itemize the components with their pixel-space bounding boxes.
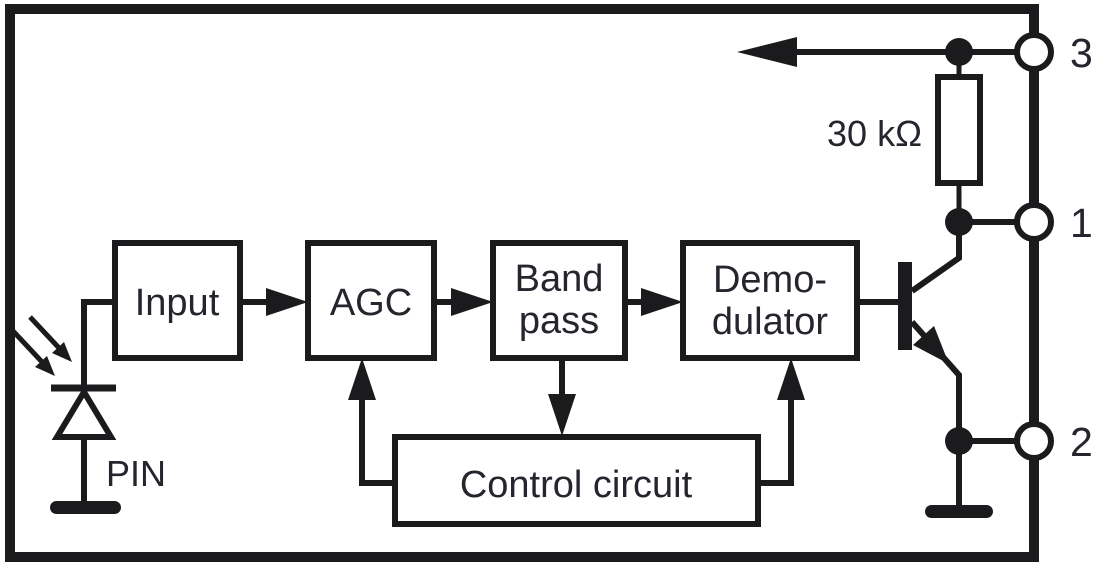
light-ray-icon	[28, 315, 72, 362]
control-circuit-label: Control circuit	[460, 464, 693, 506]
ground-icon	[925, 505, 993, 518]
pin-label-2: 2	[1070, 419, 1093, 465]
resistor-label: 30 kΩ	[827, 113, 922, 154]
ground-icon	[50, 501, 121, 514]
junction-dot	[945, 208, 973, 236]
junction-dot	[945, 38, 973, 66]
light-ray-icon	[11, 329, 55, 376]
pin-terminal-2	[1014, 421, 1054, 461]
agc-block	[305, 240, 437, 361]
transistor-collector	[910, 232, 962, 294]
resistor-icon	[935, 52, 983, 222]
signal-arrow-input-to-agc	[240, 288, 308, 316]
arrow-bandpass-to-control	[548, 358, 576, 436]
bandpass-block-label-line1: Band	[515, 258, 604, 300]
demodulator-block-label-line1: Demo-	[713, 259, 827, 301]
npn-transistor-icon	[857, 232, 962, 441]
input-block-label: Input	[135, 282, 220, 324]
transistor-base-bar	[898, 262, 912, 350]
feedback-arrow-control-to-demodulator	[758, 358, 805, 486]
transistor-emitter-arrowhead	[913, 326, 949, 364]
agc-block-label: AGC	[330, 282, 412, 324]
pin-photodiode-icon	[11, 299, 121, 514]
signal-arrow-agc-to-bandpass	[434, 288, 493, 316]
bandpass-block-label-line2: pass	[519, 300, 599, 342]
feedback-arrow-control-to-agc	[348, 358, 395, 486]
demodulator-block-label-line2: dulator	[712, 301, 829, 343]
junction-dot	[945, 427, 973, 455]
photodiode-label: PIN	[106, 453, 166, 494]
package-outline	[5, 4, 1039, 562]
diode-triangle	[51, 386, 117, 440]
pin-terminal-1	[1014, 202, 1054, 242]
pin-label-3: 3	[1070, 30, 1093, 76]
pin-label-1: 1	[1070, 200, 1093, 246]
pin-terminal-3	[1014, 32, 1054, 72]
signal-arrow-bandpass-to-demodulator	[625, 288, 683, 316]
output-arrow	[737, 37, 959, 67]
